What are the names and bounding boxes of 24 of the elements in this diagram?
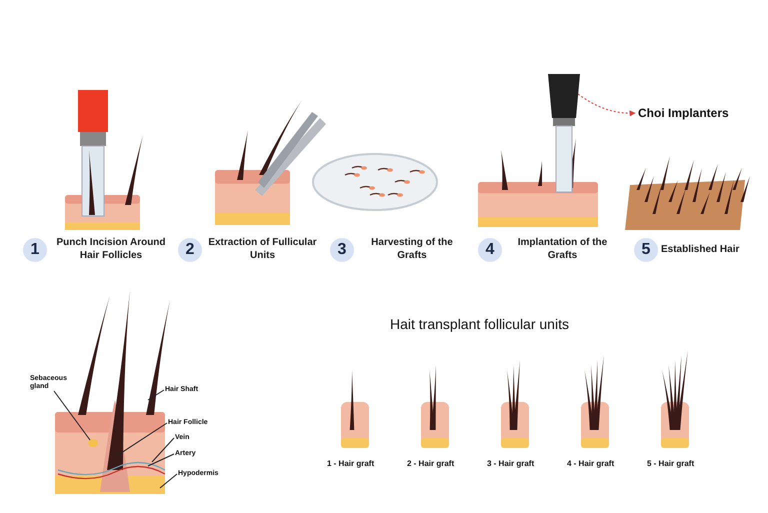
leader-line <box>160 474 178 488</box>
leader-line <box>54 390 90 440</box>
step-caption: Implantation of the Grafts <box>516 236 608 262</box>
leader-line <box>118 422 168 456</box>
graft-caption: 3 - Hair graft <box>487 459 534 468</box>
graft-caption: 1 - Hair graft <box>327 459 374 468</box>
step-caption: Punch Incision Around Hair Follicles <box>55 236 167 262</box>
step-caption: Harvesting of the Grafts <box>370 236 454 262</box>
arrow <box>578 94 636 116</box>
leader-line <box>152 438 174 462</box>
step-number: 1 <box>23 238 47 262</box>
step-number: 2 <box>178 238 202 262</box>
step-caption: Extraction of Fullicular Units <box>207 236 318 262</box>
leader-line <box>148 390 164 400</box>
step-caption: Established Hair <box>661 243 740 256</box>
graft-caption: 2 - Hair graft <box>407 459 454 468</box>
step-number: 4 <box>478 238 502 262</box>
section-heading: Hait transplant follicular units <box>390 316 569 332</box>
step-number: 3 <box>330 238 354 262</box>
step-number: 5 <box>634 238 658 262</box>
implanter-label: Choi Implanters <box>638 106 729 120</box>
leader-line <box>148 454 174 466</box>
graft-caption: 5 - Hair graft <box>647 459 694 468</box>
graft-caption: 4 - Hair graft <box>567 459 614 468</box>
